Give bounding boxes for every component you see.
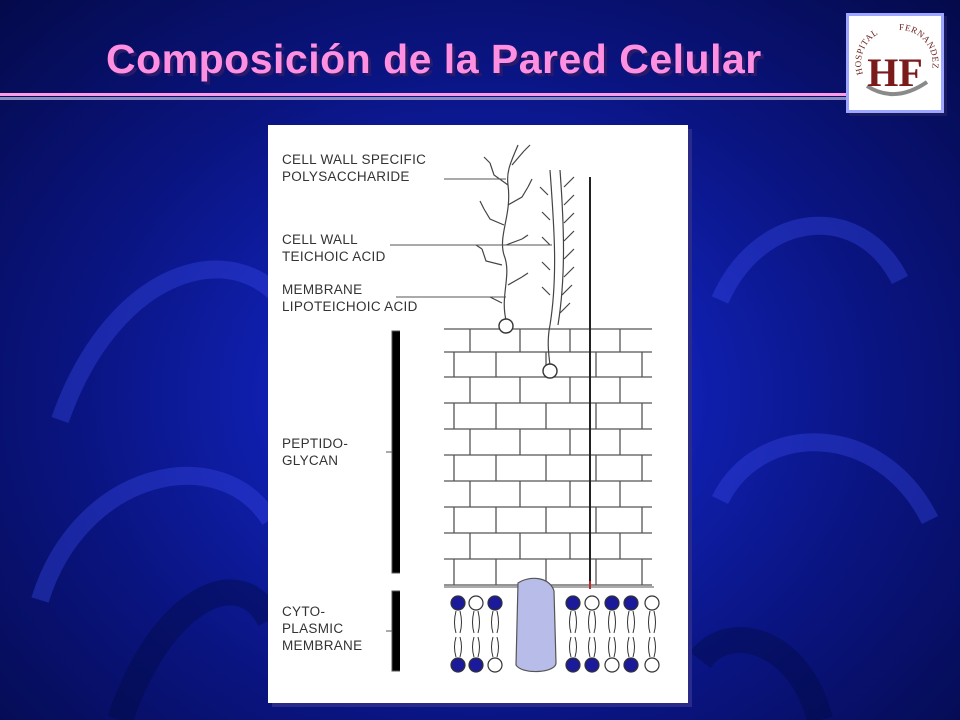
cell-wall-diagram: CELL WALL SPECIFIC POLYSACCHARIDE CELL W…: [268, 125, 688, 703]
label-cell-wall-polysaccharide: CELL WALL SPECIFIC POLYSACCHARIDE: [282, 152, 427, 184]
label-membrane-lipoteichoic-acid: MEMBRANE LIPOTEICHOIC ACID: [282, 282, 418, 314]
phospholipid-bilayer: [450, 595, 660, 673]
label-cytoplasmic-membrane: CYTO- PLASMIC MEMBRANE: [282, 604, 363, 653]
membrane-protein: [515, 577, 557, 673]
slide-title: Composición de la Pared Celular: [106, 36, 762, 82]
label-cell-wall-teichoic-acid: CELL WALL TEICHOIC ACID: [282, 232, 386, 264]
label-pointers: [386, 178, 552, 672]
cell-wall-diagram-drawing: [386, 144, 660, 673]
hospital-logo: HOSPITAL FERNANDEZ HF: [846, 13, 944, 113]
logo-monogram: HF: [867, 50, 923, 95]
hospital-logo-seal: HOSPITAL FERNANDEZ HF: [853, 22, 940, 97]
peptidoglycan-bricks: [444, 328, 652, 586]
title-underline: [0, 93, 848, 100]
teichoic-acid-chain: [539, 169, 575, 368]
polysaccharide-tree: [475, 144, 533, 321]
label-peptidoglycan: PEPTIDO- GLYCAN: [282, 436, 349, 468]
